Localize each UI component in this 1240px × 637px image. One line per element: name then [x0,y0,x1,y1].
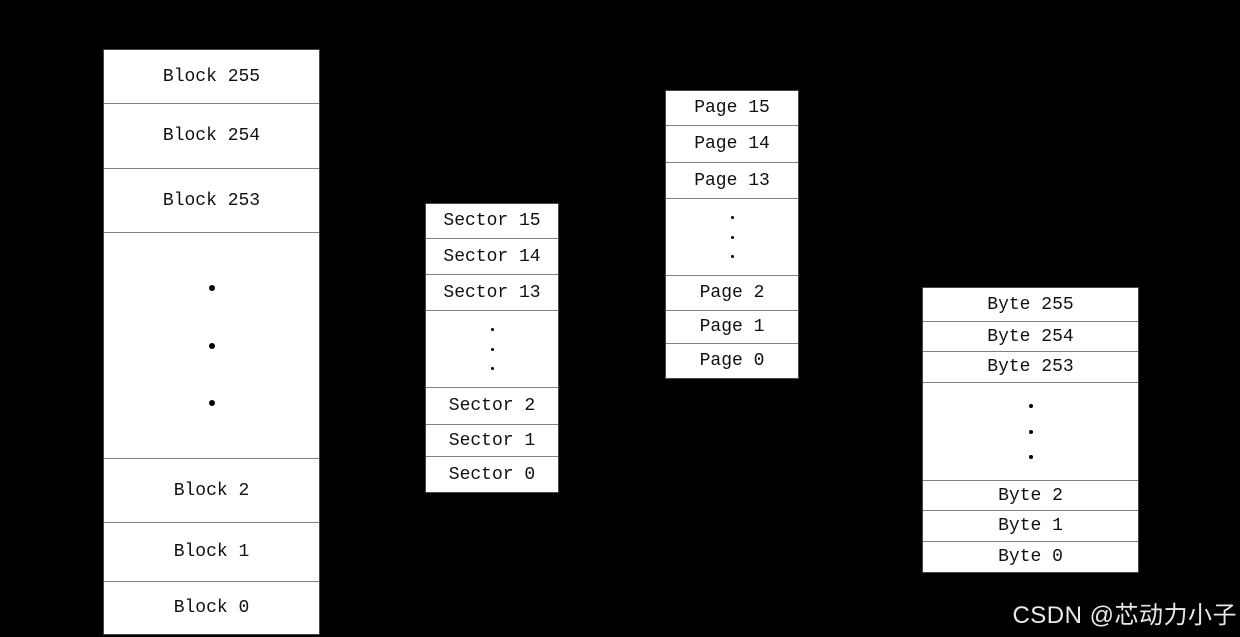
ellipsis-dot [730,255,734,259]
byte-column-cell-byte-255: Byte 255 [923,288,1138,322]
block-column-cell-block-254: Block 254 [104,104,319,169]
block-column-cell-block-0: Block 0 [173,598,250,618]
byte-column-cell-byte-254: Byte 254 [923,322,1138,352]
ellipsis-dot [1028,404,1033,409]
sector-column-cell-sector-15: Sector 15 [426,204,558,239]
sector-column-cell-sector-2: Sector 2 [426,388,558,425]
block-column-cell-block-255: Block 255 [104,50,319,104]
ellipsis-dot [490,347,494,351]
ellipsis-dot [208,400,215,407]
ellipsis-dot [490,367,494,371]
ellipsis-dot [1028,429,1033,434]
page-column-cell-page-15: Page 15 [666,91,798,126]
byte-column-cell-byte-0: Byte 0 [998,547,1063,567]
block-column-ellipsis [104,233,319,459]
page-column-cell-page-0: Page 0 [699,351,765,371]
sector-column-cell-sector-0: Sector 0 [448,464,536,485]
watermark: CSDN @芯动力小子 [1012,602,1237,629]
page-column-cell-page-1: Page 1 [666,311,798,344]
byte-column-ellipsis [923,383,1138,481]
byte-column-cell-byte-253: Byte 253 [923,352,1138,383]
byte-column-cell-byte-2: Byte 2 [923,481,1138,511]
ellipsis-dot [730,215,734,219]
block-column-cell-block-253: Block 253 [104,169,319,233]
sector-column-cell-sector-1: Sector 1 [426,425,558,457]
page-column-cell-page-2: Page 2 [666,276,798,311]
sector-column-ellipsis [426,311,558,388]
ellipsis-dot [208,342,215,349]
block-column-cell-block-1: Block 1 [104,523,319,582]
ellipsis-dot [1028,454,1033,459]
page-column-ellipsis [666,199,798,276]
sector-column-cell-sector-14: Sector 14 [426,239,558,275]
ellipsis-dot [730,235,734,239]
ellipsis-dot [208,284,215,291]
ellipsis-dot [490,327,494,331]
byte-column-cell-byte-1: Byte 1 [923,511,1138,542]
sector-column-cell-sector-13: Sector 13 [426,275,558,311]
block-column-cell-block-2: Block 2 [104,459,319,523]
page-column-cell-page-13: Page 13 [666,163,798,199]
page-column-cell-page-14: Page 14 [666,126,798,163]
